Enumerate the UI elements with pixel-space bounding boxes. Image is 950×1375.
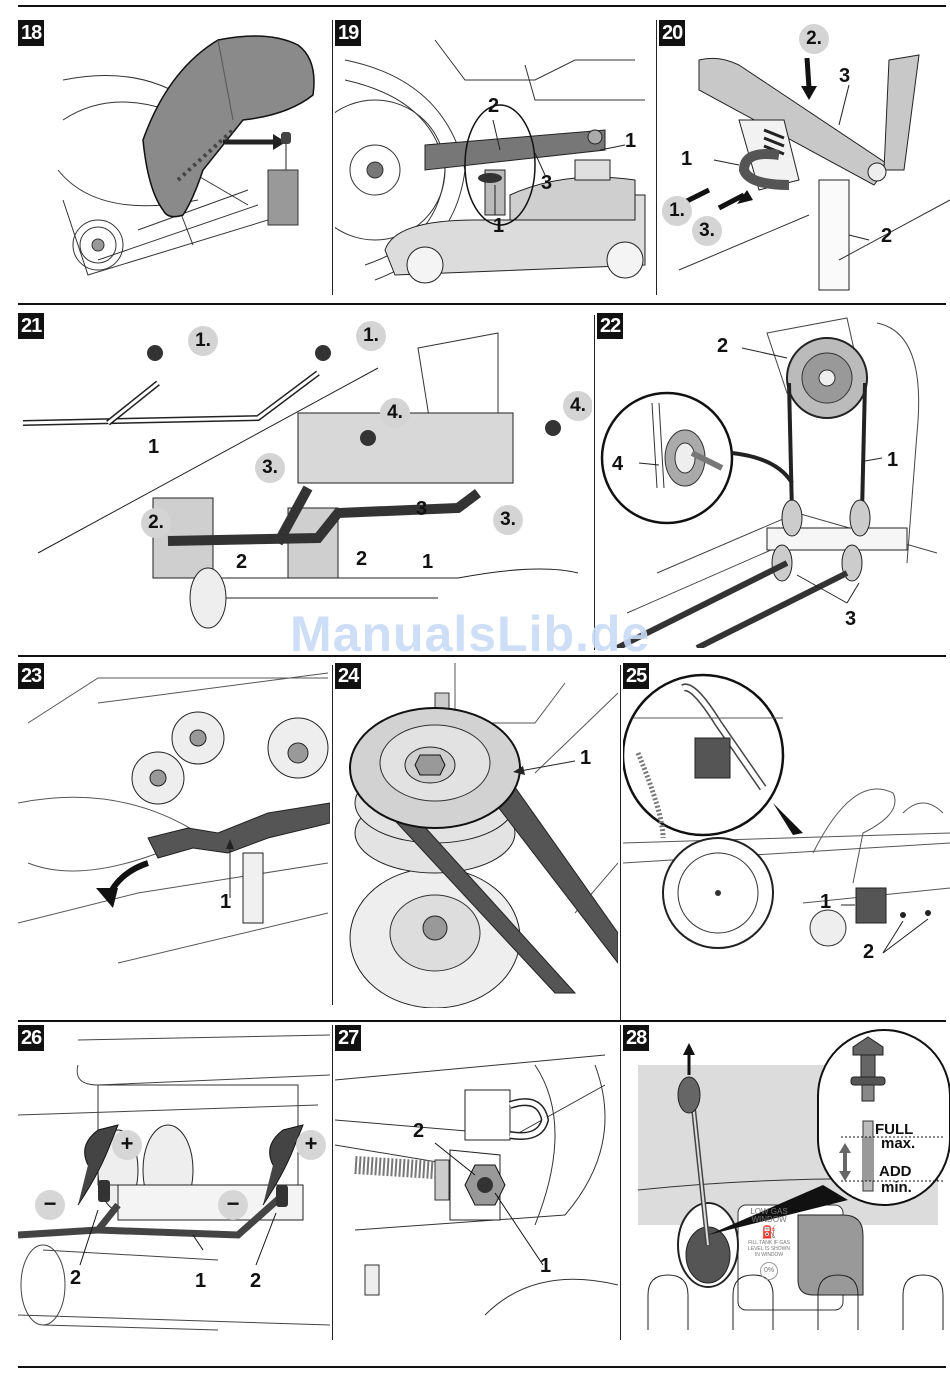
figure-20-illustration (659, 20, 950, 295)
figure-number: 24 (335, 663, 361, 689)
callout-1: 1 (195, 1270, 206, 1293)
callout-2: 2 (356, 548, 367, 571)
bottom-rule (18, 1366, 946, 1368)
figure-21-illustration (18, 313, 592, 648)
callout-2: 2 (236, 551, 247, 574)
step-1: 1. (356, 321, 386, 351)
low-gas-window-decal: LOW GAS WINDOW ⛽ FILL TANK IF GAS LEVEL … (741, 1208, 797, 1280)
callout-3: 3 (845, 608, 856, 631)
figure-27-illustration (335, 1025, 618, 1340)
figure-18: 18 (18, 20, 330, 295)
callout-1: 1 (625, 130, 636, 153)
figure-19: 19 2 3 1 1 (335, 20, 653, 295)
top-rule (18, 5, 946, 7)
col-divider (620, 665, 621, 1020)
figure-19-illustration (335, 20, 653, 295)
callout-3: 3 (839, 65, 850, 88)
dipstick-max-label: max. (881, 1137, 915, 1151)
figure-number: 22 (597, 313, 623, 339)
step-4: 4. (380, 398, 410, 428)
callout-2: 2 (70, 1267, 81, 1290)
plus-sign: + (296, 1130, 326, 1160)
row-divider-1 (18, 303, 946, 305)
figure-number: 18 (18, 20, 44, 46)
figure-24-illustration (335, 663, 618, 1008)
watermark: ManualsLib.de (290, 605, 650, 663)
callout-1: 1 (148, 436, 159, 459)
dipstick-min-label: min. (881, 1181, 912, 1195)
step-3: 3. (493, 505, 523, 535)
plus-sign: + (112, 1130, 142, 1160)
step-3: 3. (692, 216, 722, 246)
callout-1: 1 (887, 449, 898, 472)
callout-2: 2 (488, 95, 499, 118)
callout-1: 1 (493, 215, 504, 238)
decal-percent: 0% (760, 1262, 778, 1280)
callout-2: 2 (250, 1270, 261, 1293)
step-2: 2. (141, 508, 171, 538)
col-divider (620, 1025, 621, 1340)
figure-28: 28 FULL max. ADD min. LOW GAS WINDOW ⛽ F… (623, 1025, 950, 1340)
figure-number: 21 (18, 313, 44, 339)
figure-number: 20 (659, 20, 685, 46)
figure-number: 23 (18, 663, 44, 689)
callout-1: 1 (681, 148, 692, 171)
figure-18-illustration (18, 20, 330, 295)
figure-21: 21 1. 1. 1 4. 4. 3. 3 2. 3. 2 2 1 (18, 313, 592, 648)
callout-3: 3 (416, 498, 427, 521)
col-divider (332, 665, 333, 1005)
callout-1: 1 (422, 551, 433, 574)
figure-26-illustration (18, 1025, 330, 1340)
figure-20: 20 2. 3 1 1. 3. 2 (659, 20, 950, 295)
figure-23-illustration (18, 663, 330, 1008)
step-4: 4. (563, 391, 592, 421)
callout-3: 3 (541, 172, 552, 195)
minus-sign: − (218, 1190, 248, 1220)
figure-26: 26 + + − − 2 1 2 (18, 1025, 330, 1340)
col-divider (332, 1025, 333, 1340)
step-1: 1. (662, 196, 692, 226)
step-3: 3. (255, 453, 285, 483)
col-divider (594, 315, 595, 650)
callout-1: 1 (580, 747, 591, 770)
callout-2: 2 (413, 1120, 424, 1143)
callout-1: 1 (540, 1255, 551, 1278)
figure-number: 28 (623, 1025, 649, 1051)
dipstick-add-label: ADD (879, 1165, 912, 1179)
minus-sign: − (35, 1190, 65, 1220)
callout-1: 1 (220, 891, 231, 914)
figure-number: 25 (623, 663, 649, 689)
figure-23: 23 1 (18, 663, 330, 1008)
col-divider (332, 20, 333, 295)
figure-27: 27 2 1 (335, 1025, 618, 1340)
figure-22-illustration (597, 313, 950, 648)
callout-1: 1 (820, 891, 831, 914)
figure-24: 24 1 (335, 663, 618, 1008)
step-1: 1. (188, 326, 218, 356)
figure-25: 25 1 2 (623, 663, 950, 1008)
step-2: 2. (799, 24, 829, 54)
figure-22: 22 2 4 1 3 (597, 313, 950, 648)
fuel-pump-icon: ⛽ (741, 1224, 797, 1240)
callout-4: 4 (612, 453, 623, 476)
col-divider (656, 20, 657, 295)
figure-number: 19 (335, 20, 361, 46)
decal-text: IN WINDOW (741, 1252, 797, 1258)
figure-number: 27 (335, 1025, 361, 1051)
callout-2: 2 (863, 941, 874, 964)
figure-25-illustration (623, 663, 950, 1008)
row-divider-3 (18, 1020, 946, 1022)
decal-title: WINDOW (741, 1216, 797, 1224)
figure-number: 26 (18, 1025, 44, 1051)
callout-2: 2 (717, 335, 728, 358)
callout-2: 2 (881, 225, 892, 248)
